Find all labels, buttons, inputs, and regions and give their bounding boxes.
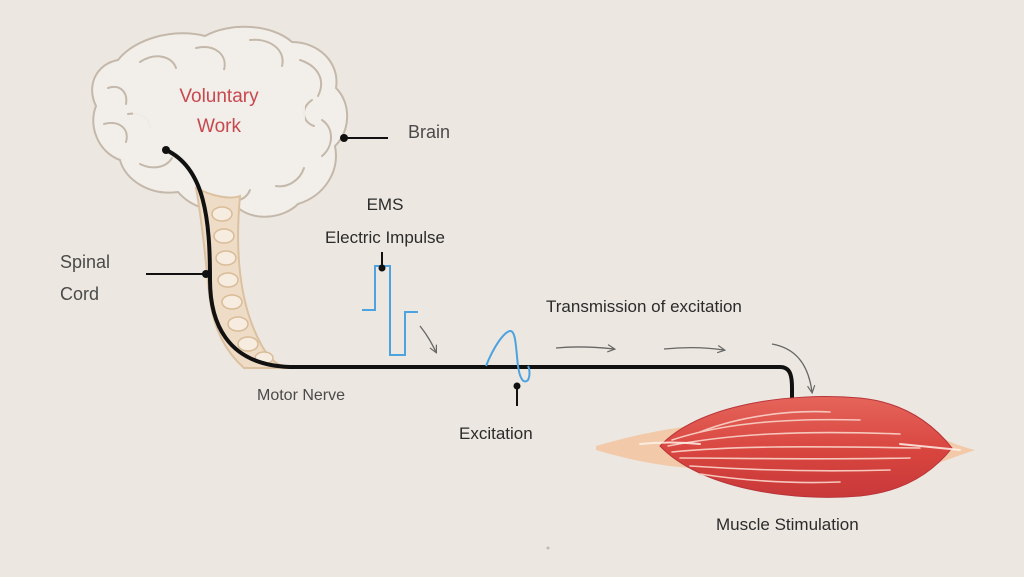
nerve-path (164, 148, 794, 404)
motor-nerve-label: Motor Nerve (257, 387, 346, 404)
nerve-origin-dot (162, 146, 170, 154)
muscle-illustration (596, 396, 975, 498)
arrow-icon (419, 325, 436, 352)
brain-label: Brain (408, 122, 451, 142)
voluntary-work-box (133, 70, 305, 140)
voluntary-work-line1: Voluntary (179, 86, 259, 107)
brain-pointer-dot (340, 134, 348, 142)
ems-line1: EMS (366, 195, 404, 214)
arrow-icon (771, 343, 812, 392)
excitation-label: Excitation (459, 424, 533, 443)
ems-pulse-wave (362, 265, 418, 356)
transmission-label: Transmission of excitation (546, 297, 742, 316)
voluntary-work-label: Voluntary Work (133, 82, 305, 142)
spinal-cord-label: Spinal Cord (60, 246, 110, 310)
excitation-wave (485, 330, 531, 383)
arrow-icon (555, 347, 614, 349)
excitation-pointer-dot (513, 382, 521, 390)
spinal-cord-line2: Cord (60, 284, 100, 304)
spinal-cord-line1: Spinal (60, 252, 111, 272)
ems-line2: Electric Impulse (325, 228, 445, 247)
ems-label: EMS Electric Impulse (310, 188, 460, 254)
arrow-icon (663, 348, 724, 350)
muscle-stimulation-label: Muscle Stimulation (716, 515, 859, 534)
voluntary-work-line2: Work (197, 116, 241, 137)
ems-pointer-dot (378, 264, 386, 272)
decorative-dot (546, 546, 550, 550)
spinal-cord-pointer-dot (202, 270, 210, 278)
